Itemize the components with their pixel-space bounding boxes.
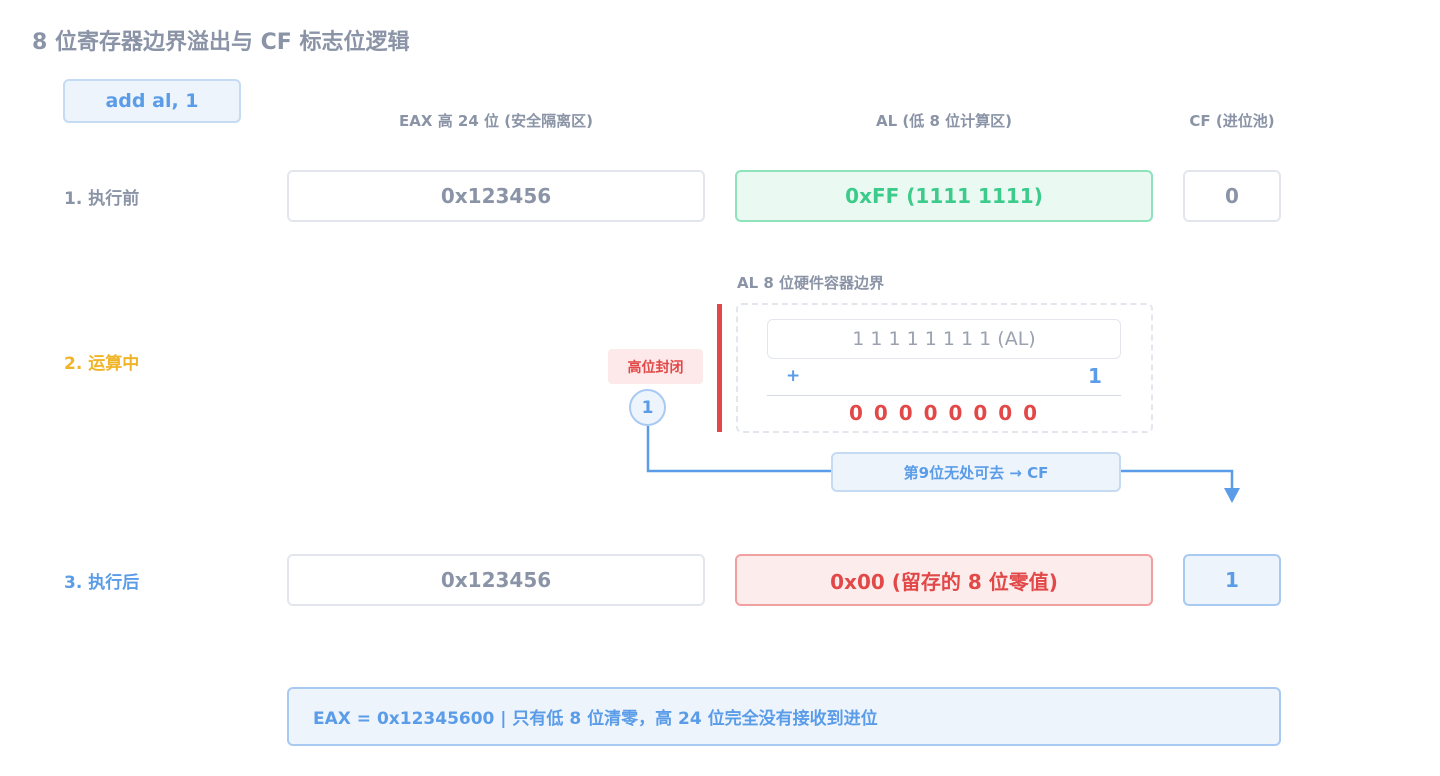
before-eax-high-box: 0x123456 <box>287 170 705 222</box>
operand-al: 1 1 1 1 1 1 1 1 (AL) <box>767 319 1121 359</box>
al-boundary-label: AL 8 位硬件容器边界 <box>737 274 885 292</box>
al-boundary-container <box>736 303 1153 433</box>
carry-bit-badge: 1 <box>629 389 666 426</box>
row-label-before: 1. 执行前 <box>64 189 140 209</box>
instruction-box: add al, 1 <box>63 79 241 123</box>
before-cf-box: 0 <box>1183 170 1281 222</box>
column-header-al: AL (低 8 位计算区) <box>876 112 1012 130</box>
sum-divider <box>767 395 1121 396</box>
row-label-after: 3. 执行后 <box>64 573 140 593</box>
column-header-eax-high: EAX 高 24 位 (安全隔离区) <box>399 112 593 130</box>
after-cf-box: 1 <box>1183 554 1281 606</box>
row-label-during: 2. 运算中 <box>64 354 140 374</box>
page-title: 8 位寄存器边界溢出与 CF 标志位逻辑 <box>32 30 410 55</box>
before-al-box: 0xFF (1111 1111) <box>735 170 1153 222</box>
column-header-cf: CF (进位池) <box>1189 112 1275 130</box>
arrow-head-icon <box>1224 488 1240 503</box>
addend-value: 1 <box>1088 364 1102 388</box>
plus-sign: + <box>786 366 801 386</box>
high-bit-wall <box>717 304 722 432</box>
carry-note: 第9位无处可去 → CF <box>831 452 1121 492</box>
sum-result: 0 0 0 0 0 0 0 0 <box>848 401 1040 425</box>
summary-box: EAX = 0x12345600 | 只有低 8 位清零，高 24 位完全没有接… <box>287 687 1281 746</box>
seal-badge: 高位封闭 <box>608 349 703 384</box>
after-eax-high-box: 0x123456 <box>287 554 705 606</box>
after-al-box: 0x00 (留存的 8 位零值) <box>735 554 1153 606</box>
